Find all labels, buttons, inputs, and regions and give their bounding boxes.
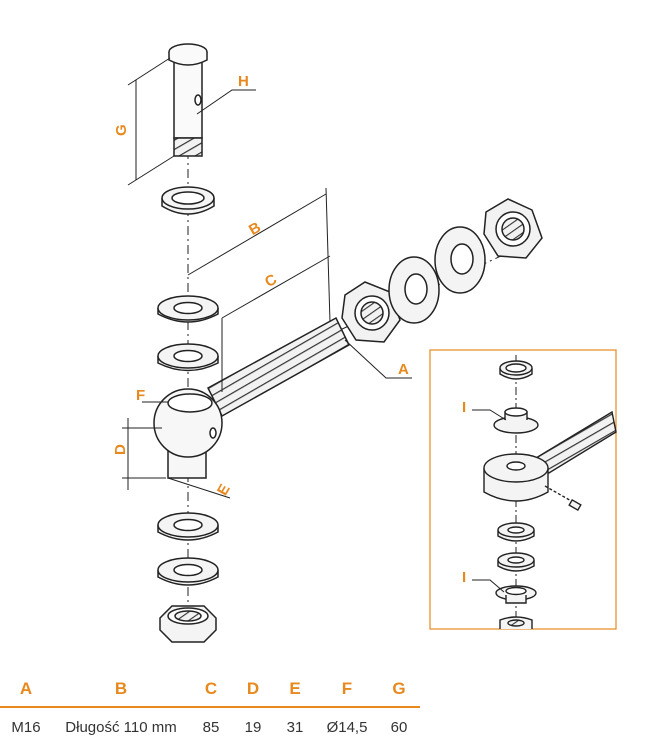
label-c: C — [262, 271, 280, 291]
eye-bolt-head — [153, 388, 223, 479]
value-e: 31 — [286, 718, 304, 736]
threaded-shank — [207, 316, 350, 418]
header-d: D — [232, 672, 274, 708]
detail-inset — [429, 349, 617, 630]
label-h: H — [238, 73, 249, 90]
spec-table: A B C D E F G M16 Długość 110 mm 85 19 3… — [0, 672, 420, 746]
label-b: B — [246, 219, 264, 239]
label-g: G — [113, 124, 130, 136]
label-d: D — [112, 444, 129, 455]
nut-bottom — [159, 605, 217, 643]
washer-right-1 — [388, 256, 440, 324]
nut-outer — [483, 198, 543, 259]
label-i-top: I — [462, 399, 466, 416]
value-f: Ø14,5 — [326, 718, 368, 736]
spec-value-row: M16 Długość 110 mm 85 19 31 Ø14,5 60 — [0, 707, 420, 746]
label-a: A — [398, 361, 409, 378]
value-g: 60 — [390, 718, 408, 736]
washer-right-2 — [434, 226, 486, 294]
label-e: E — [214, 481, 234, 498]
exploded-hinge-diagram: H G B C A F D E I I — [112, 43, 617, 643]
value-a: M16 — [11, 718, 41, 736]
washer-upper-2 — [157, 343, 219, 372]
header-f: F — [316, 672, 378, 708]
washer-lower-1 — [157, 512, 219, 541]
header-e: E — [274, 672, 316, 708]
value-d: 19 — [244, 718, 262, 736]
header-c: C — [190, 672, 232, 708]
spec-header-row: A B C D E F G — [0, 672, 420, 708]
pin-h — [168, 43, 208, 157]
washer-lower-2 — [157, 557, 219, 586]
dimension-lines — [122, 57, 412, 499]
bushing — [161, 186, 215, 215]
washer-upper-1 — [157, 295, 219, 323]
header-b: B — [52, 672, 190, 708]
label-f: F — [136, 387, 145, 404]
value-c: 85 — [202, 718, 220, 736]
header-a: A — [0, 672, 52, 708]
header-g: G — [378, 672, 420, 708]
nut-inner — [341, 281, 401, 343]
label-i-bottom: I — [462, 569, 466, 586]
value-b: Długość 110 mm — [65, 718, 177, 736]
